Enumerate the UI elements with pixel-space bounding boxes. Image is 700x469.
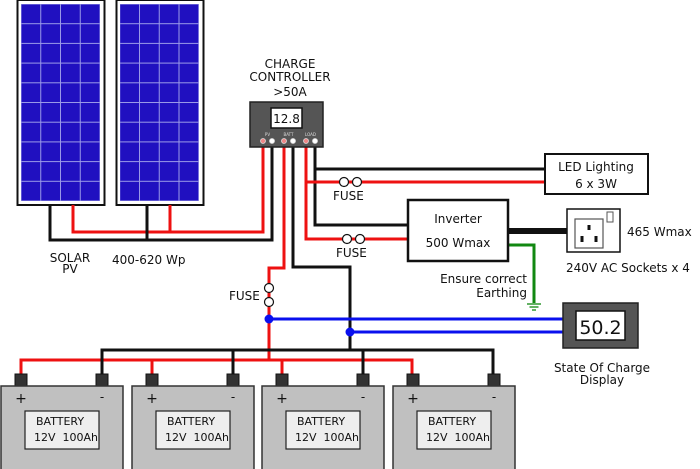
minus-sign: - xyxy=(231,390,235,404)
plus-sign: + xyxy=(407,391,419,407)
plus-sign: + xyxy=(15,391,27,407)
plus-sign: + xyxy=(146,391,158,407)
battery-spec: 12V 100Ah xyxy=(295,431,359,444)
negative-terminal xyxy=(226,373,240,387)
controller-display: 12.8 xyxy=(273,112,300,126)
solar-rating: 400-620 Wp xyxy=(112,253,185,267)
controller-title: CHARGE xyxy=(265,57,316,71)
earthing-note: Ensure correct xyxy=(440,272,527,286)
minus-sign: - xyxy=(100,390,104,404)
battery-name: BATTERY xyxy=(297,415,345,428)
fuse-battery: FUSE xyxy=(229,282,275,308)
led-lighting-box: LED Lighting 6 x 3W xyxy=(544,153,649,195)
inverter-label: Inverter xyxy=(434,212,482,226)
controller-title: CONTROLLER xyxy=(249,70,330,84)
inverter-box: Inverter 500 Wmax xyxy=(406,198,510,263)
led-label: LED Lighting xyxy=(558,160,634,174)
battery-3: + - BATTERY 12V 100Ah xyxy=(261,373,385,469)
battery-wiring xyxy=(19,142,563,374)
positive-terminal xyxy=(14,373,28,387)
terminal-label: BATT xyxy=(284,132,295,137)
positive-terminal xyxy=(145,373,159,387)
minus-sign: - xyxy=(492,390,496,404)
load-wiring xyxy=(304,142,567,303)
negative-terminal xyxy=(487,373,501,387)
negative-terminal xyxy=(356,373,370,387)
inverter-spec: 500 Wmax xyxy=(426,236,491,250)
led-spec: 6 x 3W xyxy=(575,177,617,191)
solar-label: SOLAR xyxy=(50,251,91,265)
battery-4: + - BATTERY 12V 100Ah xyxy=(392,373,516,469)
solar-panel-1 xyxy=(16,0,106,206)
negative-terminal xyxy=(95,373,109,387)
positive-terminal xyxy=(406,373,420,387)
soc-display: 50.2 xyxy=(562,302,639,349)
fuse-label: FUSE xyxy=(336,246,367,260)
fuse-label: FUSE xyxy=(333,189,364,203)
battery-spec: 12V 100Ah xyxy=(34,431,98,444)
minus-sign: - xyxy=(361,390,365,404)
plus-sign: + xyxy=(276,391,288,407)
earth-icon xyxy=(527,303,541,311)
solar-label: PV xyxy=(62,262,78,276)
pv-wiring xyxy=(48,142,274,242)
junction-dot xyxy=(264,314,274,324)
ac-socket xyxy=(566,208,621,253)
charge-controller: CHARGE CONTROLLER >50A 12.8 PV BATT LOAD xyxy=(249,57,331,148)
controller-rating: >50A xyxy=(273,85,307,99)
junction-dot xyxy=(345,327,355,337)
fuse-led: FUSE xyxy=(333,176,364,203)
fuse-label: FUSE xyxy=(229,289,260,303)
solar-panel-2 xyxy=(115,0,205,206)
fuse-inverter: FUSE xyxy=(336,233,367,260)
soc-label: State Of Charge xyxy=(554,361,650,375)
socket-power: 465 Wmax xyxy=(627,225,692,239)
battery-name: BATTERY xyxy=(167,415,215,428)
socket-label: 240V AC Sockets x 4 xyxy=(566,261,690,275)
battery-2: + - BATTERY 12V 100Ah xyxy=(131,373,255,469)
battery-1: + - BATTERY 12V 100Ah xyxy=(0,373,124,469)
soc-label: Display xyxy=(580,373,624,387)
battery-spec: 12V 100Ah xyxy=(426,431,490,444)
terminal-label: LOAD xyxy=(305,132,316,137)
soc-value: 50.2 xyxy=(579,317,621,339)
earthing-note: Earthing xyxy=(476,286,527,300)
battery-name: BATTERY xyxy=(36,415,84,428)
battery-name: BATTERY xyxy=(428,415,476,428)
battery-spec: 12V 100Ah xyxy=(165,431,229,444)
terminal-label: PV xyxy=(265,132,270,137)
positive-terminal xyxy=(275,373,289,387)
